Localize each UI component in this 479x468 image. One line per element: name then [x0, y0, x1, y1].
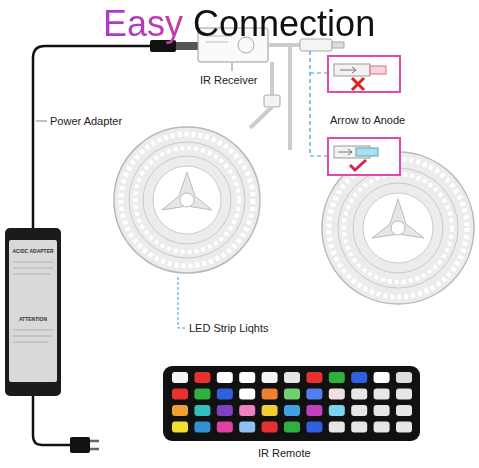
sticker-print [13, 330, 53, 331]
remote-button [194, 422, 210, 433]
remote-button [217, 405, 233, 416]
strip-connector [264, 95, 280, 107]
wrong-inset [328, 56, 400, 92]
remote-button [306, 405, 322, 416]
remote-button [396, 389, 412, 400]
remote-button [329, 405, 345, 416]
remote-button [374, 372, 390, 383]
sticker-print [13, 262, 53, 263]
remote-button [374, 405, 390, 416]
remote-button [217, 422, 233, 433]
remote-button [172, 422, 188, 433]
remote-button [329, 389, 345, 400]
remote-button [351, 389, 367, 400]
sticker-print [13, 342, 48, 343]
remote-button [172, 389, 188, 400]
remote-button [172, 372, 188, 383]
output-wire [288, 45, 292, 150]
remote-button [284, 422, 300, 433]
remote-button [217, 389, 233, 400]
sticker-print [13, 336, 53, 337]
remote-button [239, 405, 255, 416]
remote-button [351, 422, 367, 433]
guide-line [310, 51, 327, 156]
sticker-print [13, 274, 50, 275]
sticker-text: AC/DC ADAPTER [9, 248, 57, 254]
remote-button [194, 389, 210, 400]
note-label: Arrow to Anode [330, 114, 405, 127]
led-reel [114, 127, 260, 273]
remote-button [284, 389, 300, 400]
remote-button [172, 405, 188, 416]
remote-button [262, 372, 278, 383]
remote-button [194, 372, 210, 383]
remote-button [239, 389, 255, 400]
remote-button [262, 405, 278, 416]
ir-remote-body [163, 366, 420, 441]
remote-button [329, 422, 345, 433]
remote-button [262, 422, 278, 433]
remote-button [284, 372, 300, 383]
remote-button [374, 389, 390, 400]
part-label: IR Receiver [200, 74, 257, 87]
sticker-print [13, 268, 53, 269]
remote-button [306, 422, 322, 433]
remote-button [239, 422, 255, 433]
remote-button [396, 405, 412, 416]
remote-button [217, 372, 233, 383]
remote-button [351, 372, 367, 383]
part-label: IR Remote [258, 447, 311, 460]
right-inset [328, 138, 400, 175]
part-label: Power Adapter [50, 115, 122, 128]
output-wire [270, 62, 274, 95]
remote-button [262, 389, 278, 400]
remote-button [329, 372, 345, 383]
mains-cable [33, 396, 70, 445]
adapter-sticker [9, 240, 57, 382]
remote-button [194, 405, 210, 416]
leader-line [178, 277, 186, 328]
plug-prongs [90, 441, 99, 449]
guide-line [310, 72, 327, 73]
output-wire [250, 107, 272, 128]
remote-buttons [172, 372, 412, 433]
remote-button [396, 372, 412, 383]
remote-button [396, 422, 412, 433]
sticker-text: ATTENTION [9, 316, 57, 322]
title: Easy Connection [103, 3, 375, 45]
mains-plug [70, 437, 90, 453]
leader-line [232, 63, 233, 71]
leader-line [36, 121, 47, 122]
remote-button [284, 405, 300, 416]
remote-button [306, 372, 322, 383]
part-label: LED Strip Liqhts [189, 322, 268, 335]
remote-button [351, 405, 367, 416]
remote-button [306, 389, 322, 400]
power-adapter-body [5, 228, 61, 396]
remote-button [374, 422, 390, 433]
remote-button [239, 372, 255, 383]
